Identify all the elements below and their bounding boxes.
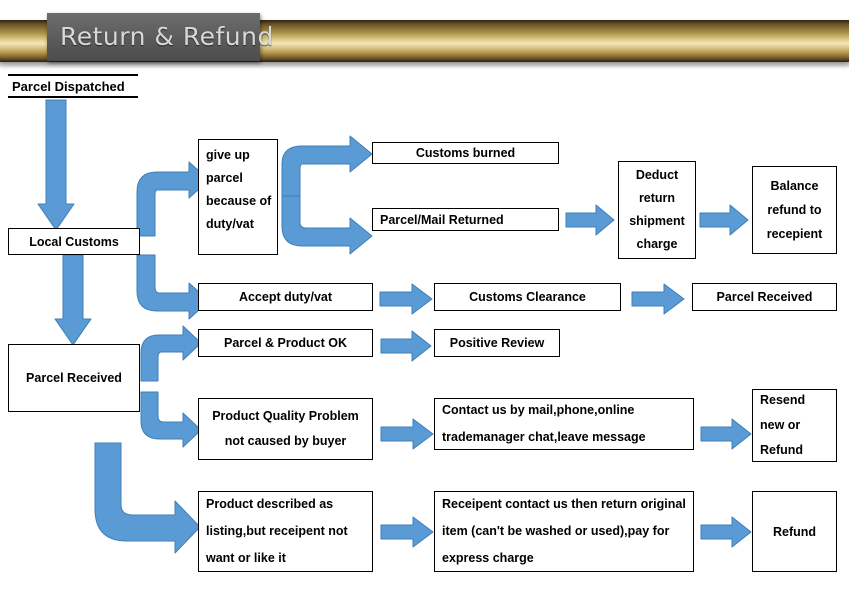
node-refund[interactable]: Refund	[752, 491, 837, 572]
node-parcel-received-left[interactable]: Parcel Received	[8, 344, 140, 412]
node-receipent-contact-us[interactable]: Receipent contact us then return origina…	[434, 491, 694, 572]
arrow-giveup-to-returned	[281, 195, 373, 255]
node-parcel-dispatched[interactable]: Parcel Dispatched	[8, 74, 138, 98]
arrow-productok-to-review	[380, 330, 432, 362]
node-product-described-as-listing[interactable]: Product described as listing,but receipe…	[198, 491, 373, 572]
arrow-giveup-to-burned	[281, 135, 373, 203]
node-parcel-received-right[interactable]: Parcel Received	[692, 283, 837, 311]
arrow-quality-to-contact	[380, 418, 434, 450]
node-parcel-mail-returned[interactable]: Parcel/Mail Returned	[372, 208, 559, 231]
arrow-accept-to-clearance	[379, 283, 433, 315]
node-contact-us[interactable]: Contact us by mail,phone,online trademan…	[434, 398, 694, 450]
ribbon-notch-right-icon	[253, 0, 261, 10]
arrow-receipent-to-refund	[700, 516, 752, 548]
node-balance-refund-to-recepient[interactable]: Balance refund to recepient	[752, 166, 837, 254]
arrow-received-to-described	[94, 442, 201, 554]
arrow-customs-to-received	[54, 254, 92, 346]
node-positive-review[interactable]: Positive Review	[434, 329, 560, 357]
arrow-clearance-to-received	[631, 283, 685, 315]
arrow-received-to-productok	[140, 325, 202, 382]
node-resend-new-or-refund[interactable]: Resend new or Refund	[752, 389, 837, 462]
node-customs-clearance[interactable]: Customs Clearance	[434, 283, 621, 311]
node-customs-burned[interactable]: Customs burned	[372, 142, 559, 164]
header-ribbon	[47, 13, 260, 61]
node-product-quality-problem[interactable]: Product Quality Problem not caused by bu…	[198, 398, 373, 460]
arrow-returned-to-deduct	[565, 204, 615, 236]
node-deduct-return-shipment-charge[interactable]: Deduct return shipment charge	[618, 161, 696, 259]
header-bar-shadow	[0, 62, 849, 69]
node-local-customs[interactable]: Local Customs	[8, 228, 140, 255]
node-give-up-parcel[interactable]: give up parcel because of duty/vat	[198, 139, 278, 255]
arrow-received-to-quality	[140, 391, 202, 448]
node-parcel-product-ok[interactable]: Parcel & Product OK	[198, 329, 373, 357]
page-title: Return & Refund	[60, 22, 274, 51]
arrow-described-to-receipent	[380, 516, 434, 548]
ribbon-notch-left-icon	[40, 0, 48, 10]
arrow-deduct-to-balance	[699, 204, 749, 236]
node-accept-duty-vat[interactable]: Accept duty/vat	[198, 283, 373, 311]
arrow-dispatched-to-customs	[37, 99, 75, 231]
arrow-contact-to-resend	[700, 418, 752, 450]
